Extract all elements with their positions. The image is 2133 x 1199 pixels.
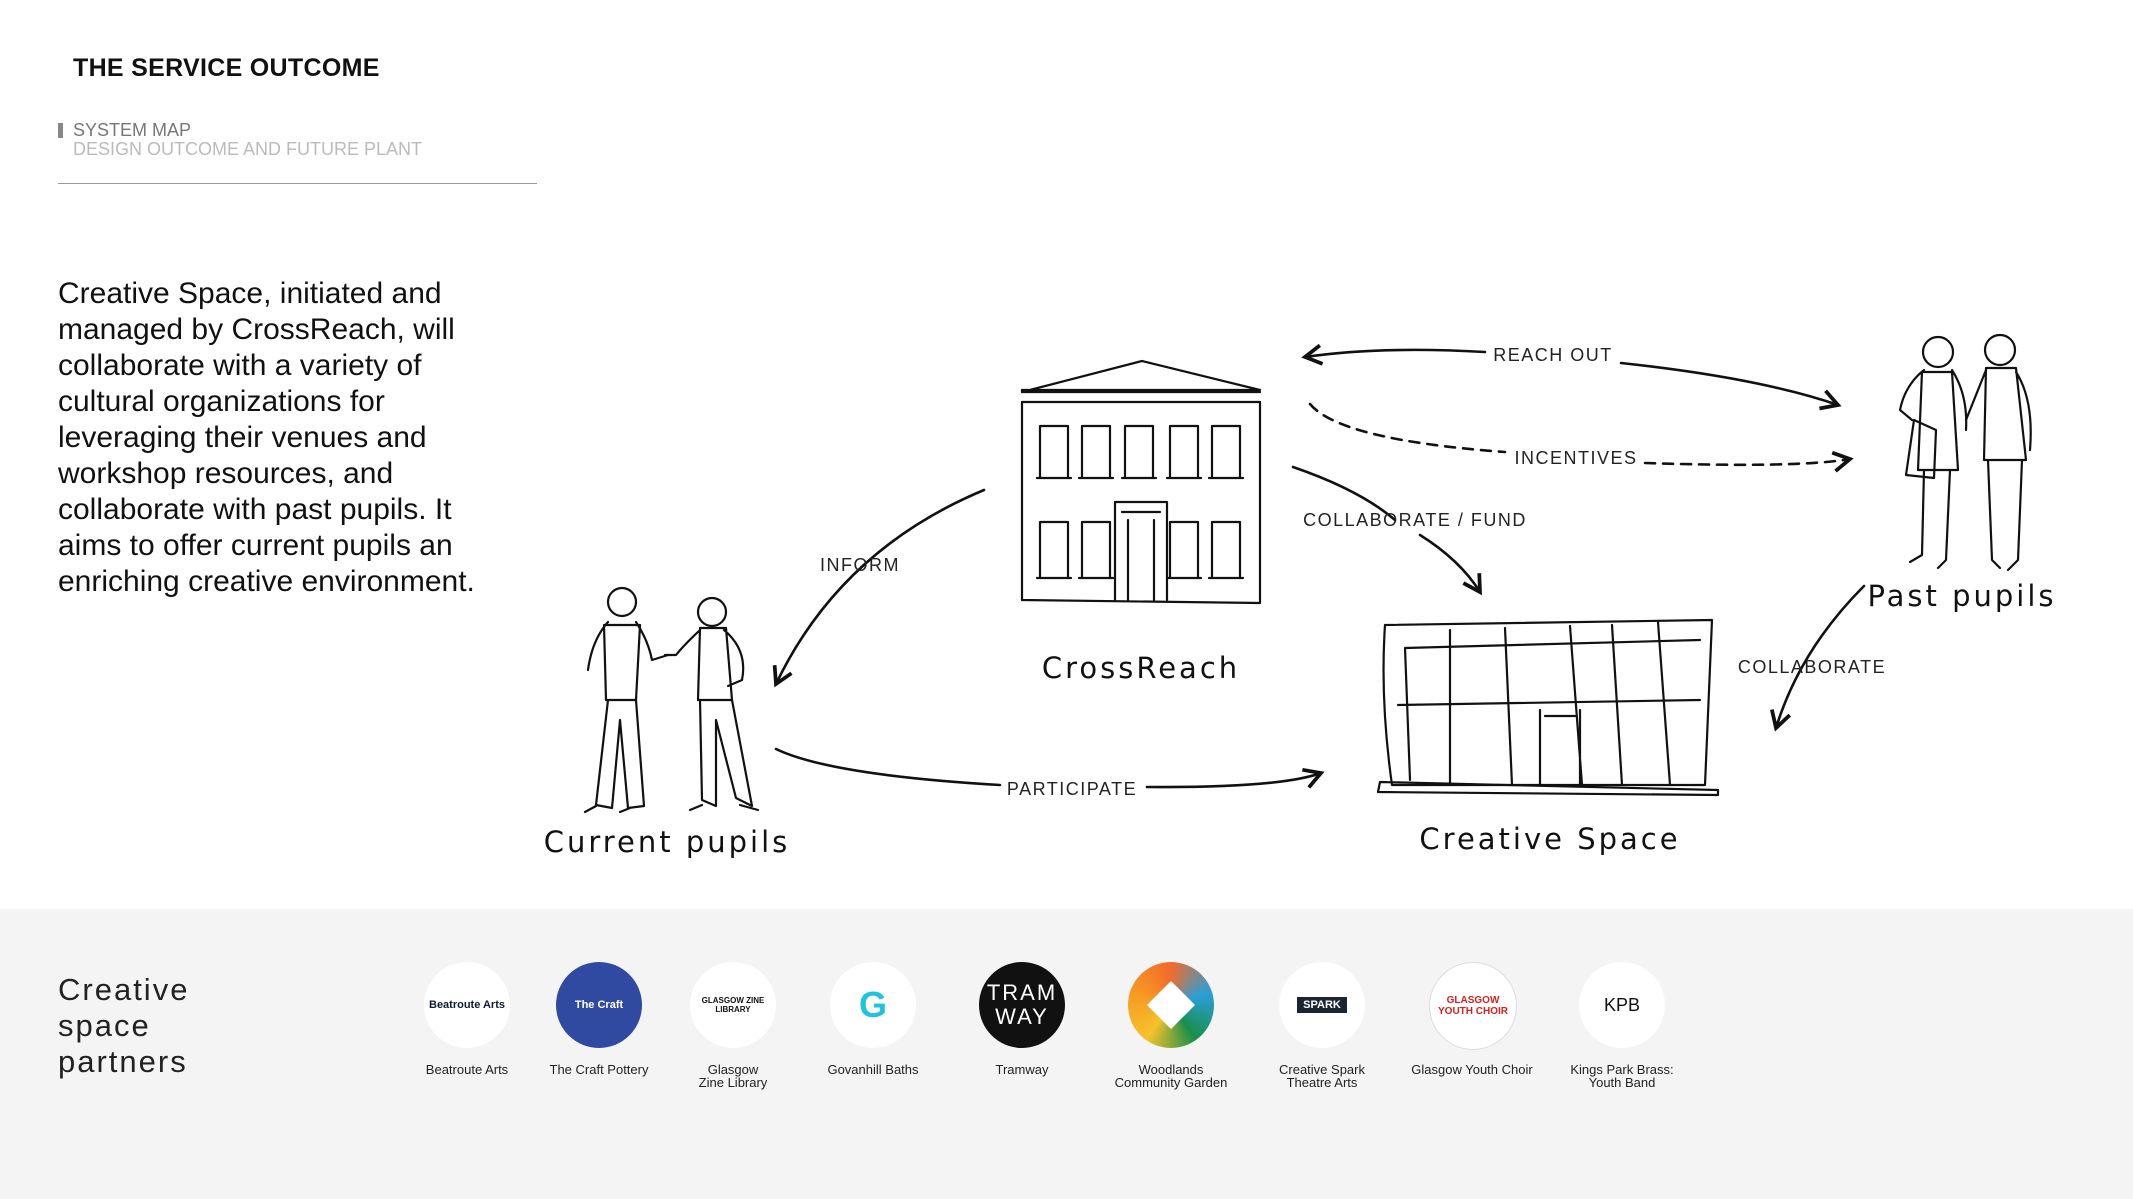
current-pupils-figures-icon xyxy=(583,586,760,814)
partner-label: Tramway xyxy=(995,1062,1049,1077)
woodlands-garden-logo xyxy=(1128,962,1214,1048)
glasgow-zine-library-logo: GLASGOW ZINE LIBRARY xyxy=(690,962,776,1048)
creative-spark-logo: SPARK xyxy=(1279,962,1365,1048)
window-icon xyxy=(1207,520,1245,580)
edge-label-collaborate-fund: COLLABORATE / FUND xyxy=(1303,510,1527,530)
edge-incentives: INCENTIVES xyxy=(1308,402,1854,473)
edge-label-collaborate: COLLABORATE xyxy=(1738,657,1886,677)
partner-label: Woodlands Community Garden xyxy=(1114,1062,1228,1090)
edge-collaborate-fund: COLLABORATE / FUND xyxy=(1291,465,1527,592)
node-past-pupils: Past pupils xyxy=(1867,579,2056,613)
tramway-logo: TRAM WAY xyxy=(979,962,1065,1048)
partner-label: Beatroute Arts xyxy=(425,1062,509,1077)
window-icon xyxy=(1120,424,1158,480)
node-crossreach: CrossReach xyxy=(1042,651,1240,685)
window-icon xyxy=(1077,424,1115,480)
window-icon xyxy=(1207,424,1245,480)
section-marker xyxy=(58,123,63,138)
partners-title: Creative space partners xyxy=(58,972,190,1079)
partner-label: Glasgow Zine Library xyxy=(698,1062,768,1090)
window-icon xyxy=(1165,424,1203,480)
window-icon xyxy=(1077,520,1115,580)
beatroute-arts-logo: Beatroute Arts xyxy=(424,962,510,1048)
edge-label-incentives: INCENTIVES xyxy=(1514,448,1637,468)
edge-label-participate: PARTICIPATE xyxy=(1007,779,1137,799)
partner-label: Kings Park Brass: Youth Band xyxy=(1570,1062,1674,1090)
craft-pottery-logo: The Craft xyxy=(556,962,642,1048)
window-icon xyxy=(1035,520,1073,580)
partner-label: Govanhill Baths xyxy=(827,1062,919,1077)
partner-label: Glasgow Youth Choir xyxy=(1411,1062,1533,1077)
edge-reach-out: REACH OUT xyxy=(1301,343,1842,411)
creative-space-building-icon xyxy=(1376,618,1720,797)
partners-band xyxy=(0,909,2133,1199)
edge-label-reach-out: REACH OUT xyxy=(1493,345,1613,365)
node-current-pupils: Current pupils xyxy=(544,825,791,859)
subsection-label: DESIGN OUTCOME AND FUTURE PLANT xyxy=(73,139,423,159)
system-map: CrossReach Current pupils Past pupils Cr… xyxy=(544,333,2056,859)
edge-participate: PARTICIPATE xyxy=(774,747,1325,799)
glasgow-youth-choir-logo: GLASGOW YOUTH CHOIR xyxy=(1429,962,1517,1050)
partner-label: Creative Spark Theatre Arts xyxy=(1279,1062,1365,1090)
section-label: SYSTEM MAP xyxy=(73,120,192,140)
header-divider xyxy=(58,183,537,184)
past-pupils-figures-icon xyxy=(1898,333,2032,572)
govanhill-baths-logo: G xyxy=(830,962,916,1048)
window-icon xyxy=(1035,424,1073,480)
crossreach-building-icon xyxy=(1020,359,1262,605)
node-creative-space: Creative Space xyxy=(1419,822,1680,856)
kings-park-brass-logo: KPB xyxy=(1579,962,1665,1048)
edge-inform: INFORM xyxy=(772,488,986,688)
edge-label-inform: INFORM xyxy=(820,555,900,575)
partner-label: The Craft Pottery xyxy=(549,1062,649,1077)
intro-paragraph: Creative Space, initiated and managed by… xyxy=(58,277,475,598)
edge-collaborate: COLLABORATE xyxy=(1738,584,1886,732)
window-icon xyxy=(1165,520,1203,580)
page-title: THE SERVICE OUTCOME xyxy=(73,54,380,82)
creative-spark-logo-text: SPARK xyxy=(1297,997,1347,1013)
